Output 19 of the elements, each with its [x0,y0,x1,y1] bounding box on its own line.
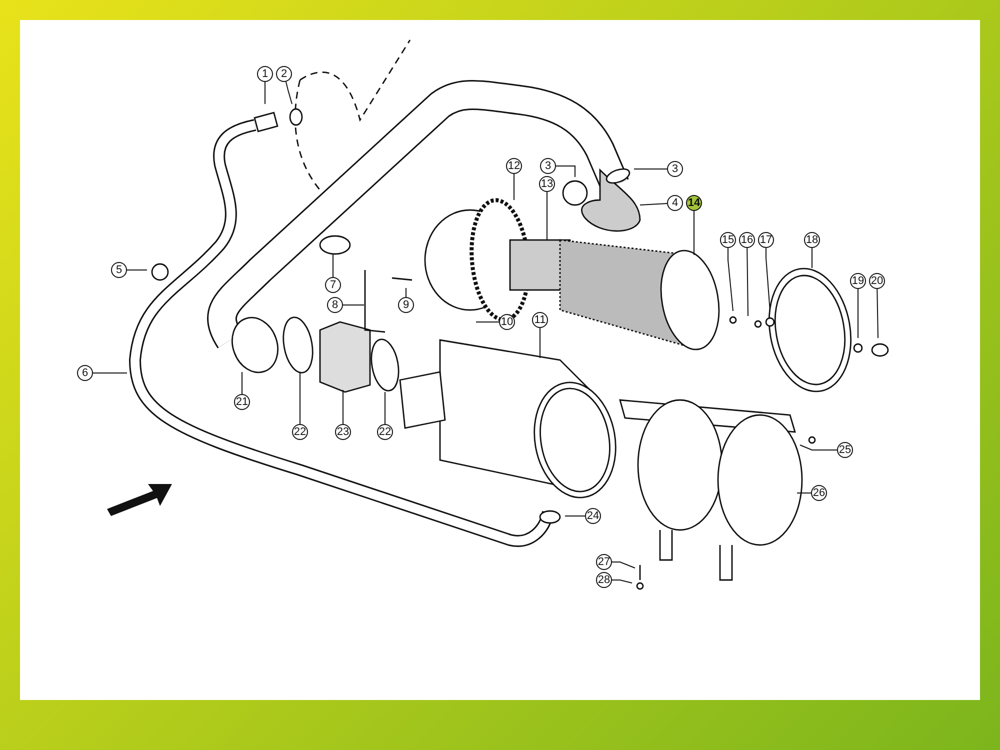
leader-line [876,288,878,338]
leader-line [746,248,748,316]
leader-line [800,444,838,450]
leader-line [796,492,812,494]
leader-line [342,390,344,424]
leader-line [332,254,334,278]
leader-line [384,392,386,424]
leader-line [546,192,548,240]
leader-line [612,562,636,568]
leader-line [634,168,668,170]
leader-line [264,82,266,104]
leader-line [285,81,292,104]
leader-line [766,248,770,312]
leader-line [612,580,632,584]
leader-line [556,166,576,178]
leader-line [342,304,364,306]
leader-line [640,202,668,206]
leader-line [728,248,734,312]
leader-line [92,372,128,374]
